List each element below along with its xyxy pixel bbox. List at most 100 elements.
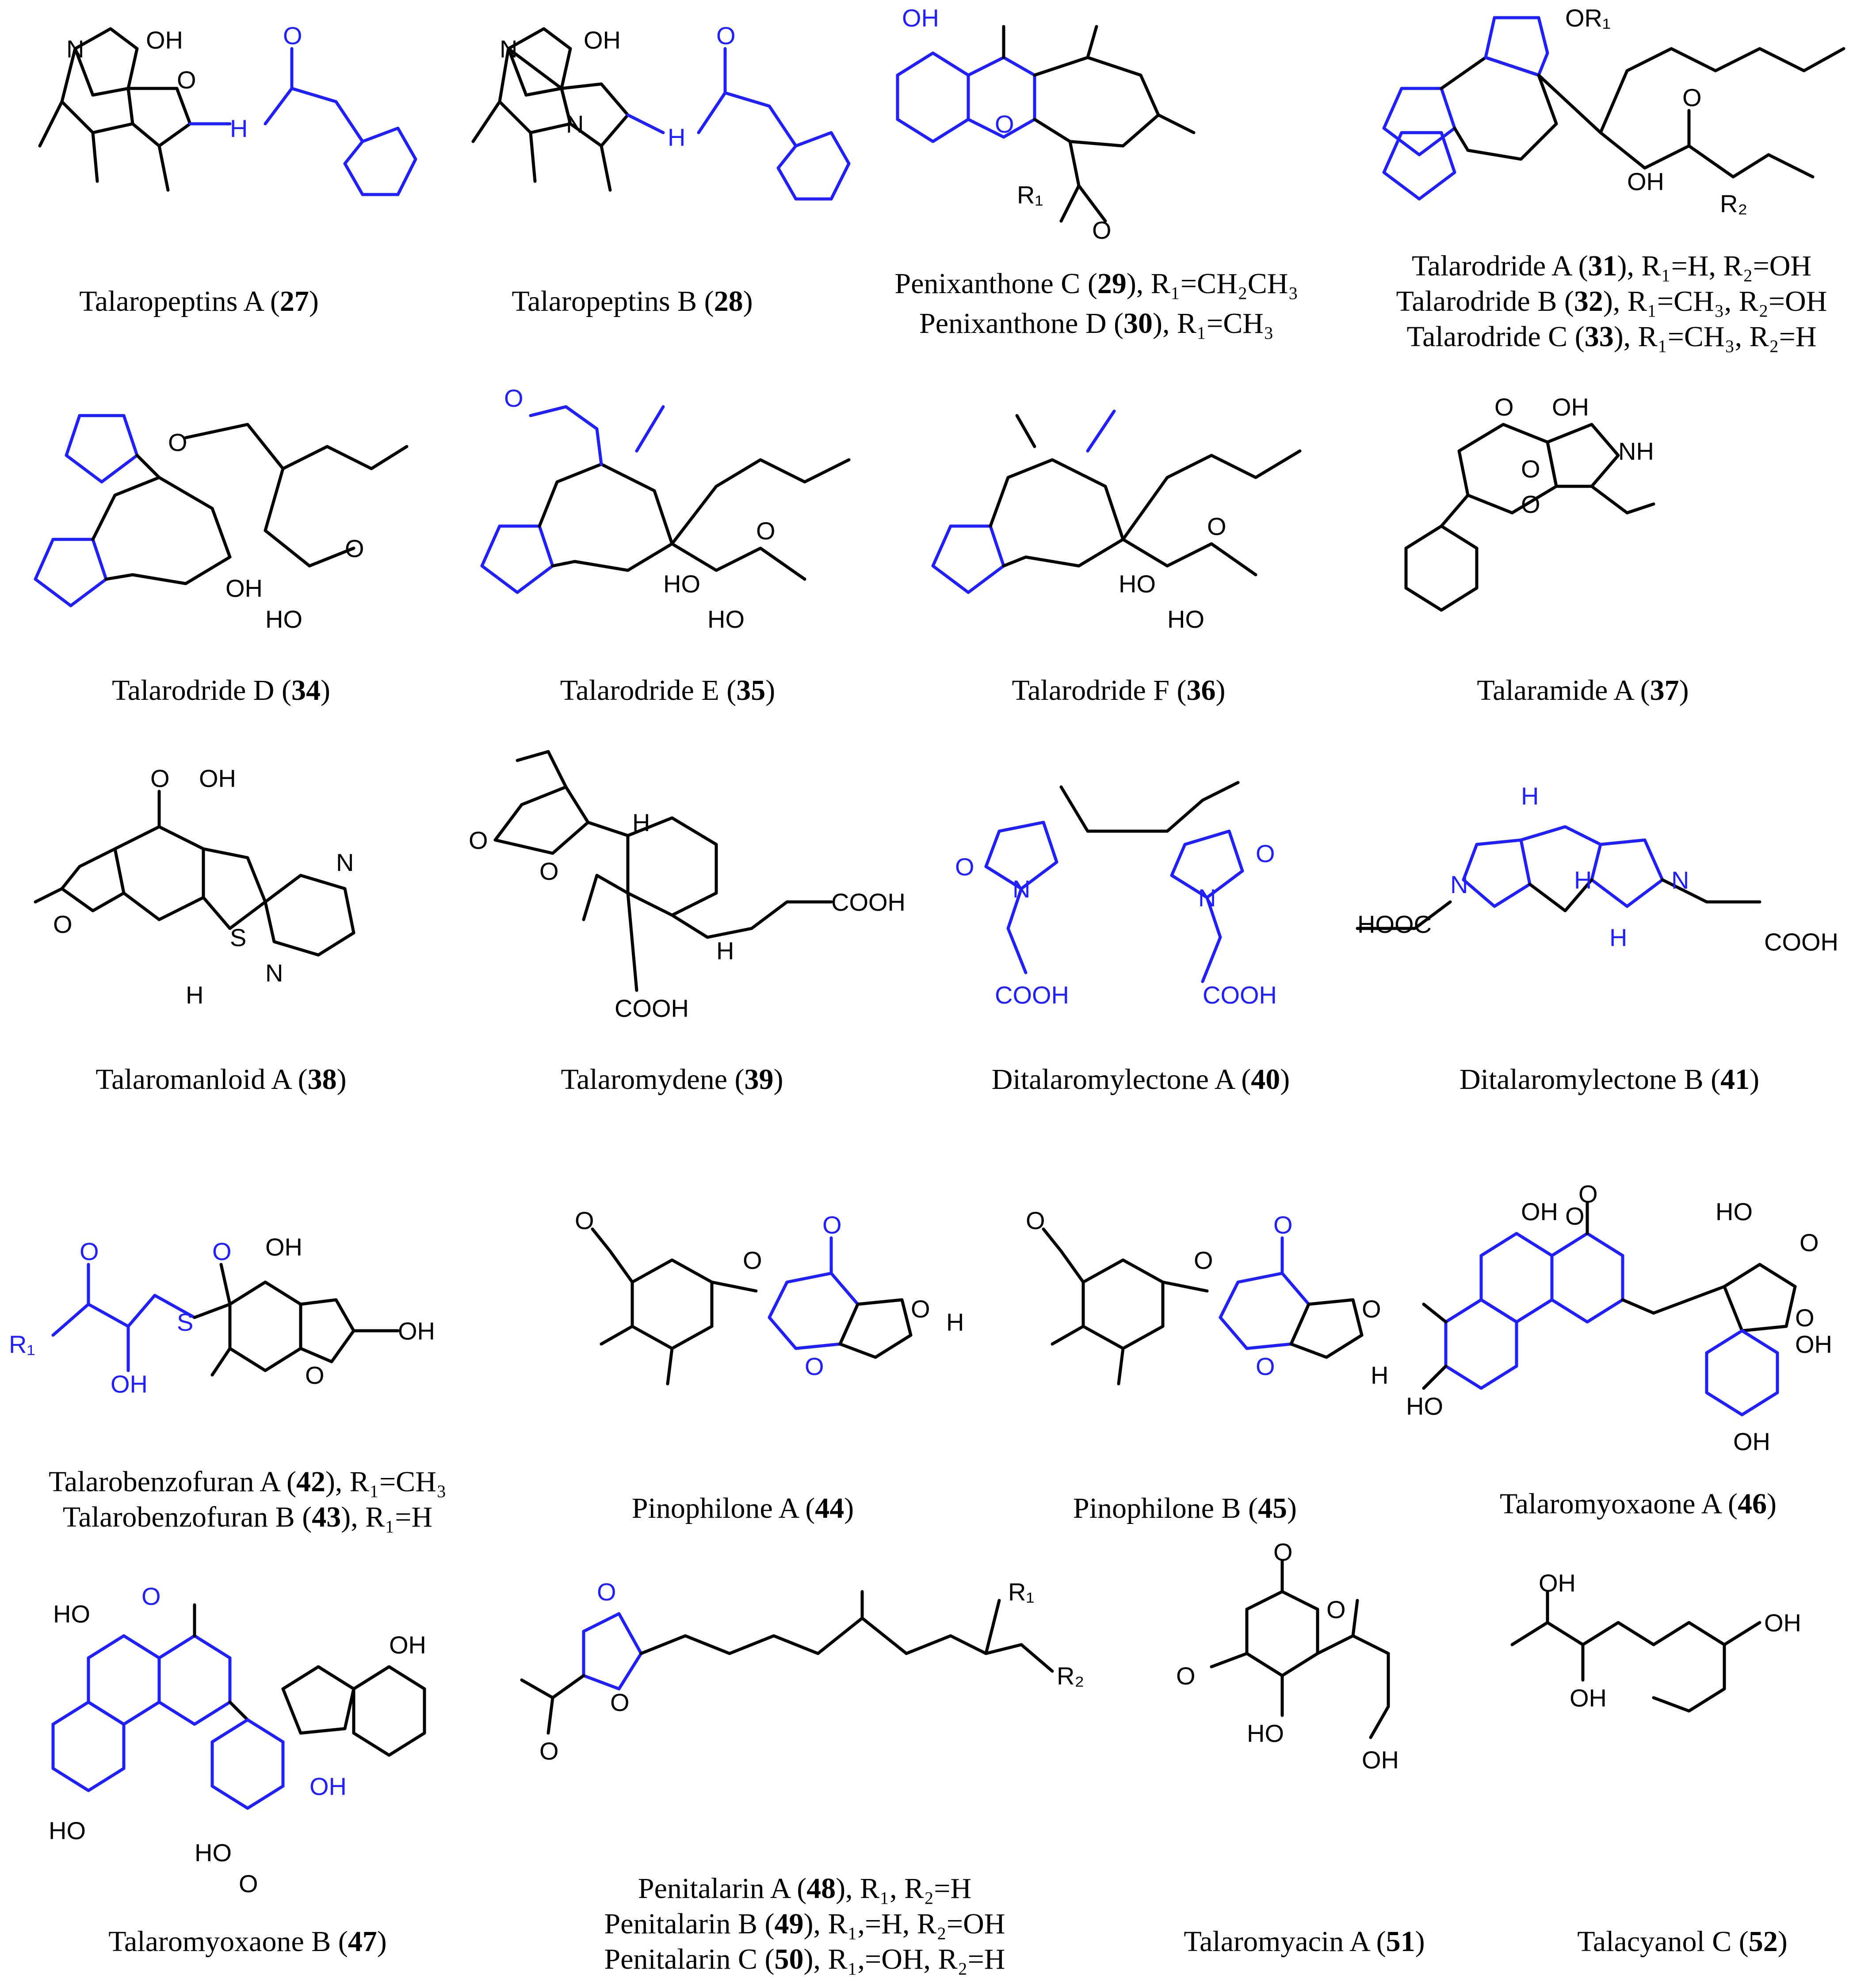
- caption-40: Ditalaromylectone A (40): [991, 1063, 1290, 1096]
- caption-43: Talarobenzofuran B (43), R₁=H: [62, 1501, 433, 1533]
- svg-text:O: O: [1194, 1246, 1213, 1274]
- compound-40: O O N N COOH COOH Ditalaromylectone A (4…: [920, 743, 1362, 1123]
- svg-text:NH: NH: [1618, 437, 1654, 465]
- compound-35: O HO HO O Talarodride E (35): [451, 380, 884, 734]
- svg-text:OR₁: OR₁: [1565, 4, 1611, 32]
- svg-text:O: O: [822, 1211, 842, 1239]
- caption-37: Talaramide A (37): [1477, 674, 1689, 706]
- structure-48-50: O O O R₁ R₂: [520, 1578, 1084, 1765]
- compound-34: O OH HO O Talarodride D (34): [0, 380, 442, 734]
- svg-text:O: O: [539, 1737, 559, 1765]
- caption-36: Talarodride F (36): [1012, 674, 1226, 706]
- svg-text:OH: OH: [309, 1772, 347, 1800]
- structure-42-43: R₁ O OH S O OH O OH: [9, 1233, 435, 1398]
- svg-text:H: H: [632, 809, 650, 836]
- svg-text:O: O: [305, 1361, 325, 1389]
- svg-text:O: O: [345, 535, 364, 562]
- svg-text:O: O: [1521, 490, 1540, 518]
- svg-text:H: H: [946, 1308, 964, 1336]
- svg-text:O: O: [212, 1237, 232, 1265]
- caption-41: Ditalaromylectone B (41): [1459, 1063, 1760, 1096]
- svg-text:H: H: [1521, 782, 1539, 810]
- compound-37: O OH NH O O Talaramide A (37): [1362, 380, 1804, 734]
- structure-40: O O N N COOH COOH: [955, 781, 1277, 1009]
- svg-text:OH: OH: [1627, 168, 1664, 195]
- svg-text:HO: HO: [1406, 1392, 1443, 1420]
- structure-27: N OH O H O: [38, 22, 417, 196]
- caption-52: Talacyanol C (52): [1577, 1925, 1788, 1958]
- caption-42: Talarobenzofuran A (42), R₁=CH₃: [49, 1466, 447, 1498]
- svg-text:OH: OH: [265, 1233, 302, 1261]
- svg-text:O: O: [177, 66, 196, 94]
- svg-text:COOH: COOH: [1764, 928, 1838, 956]
- svg-text:HOOC: HOOC: [1357, 910, 1432, 938]
- svg-text:O: O: [1273, 1538, 1293, 1566]
- svg-text:O: O: [805, 1352, 824, 1380]
- svg-text:O: O: [955, 853, 974, 881]
- svg-text:OH: OH: [225, 574, 263, 602]
- svg-text:O: O: [1207, 512, 1226, 540]
- svg-text:OH: OH: [146, 26, 183, 54]
- svg-text:O: O: [1273, 1211, 1293, 1239]
- svg-text:O: O: [716, 22, 736, 50]
- svg-text:HO: HO: [1247, 1719, 1284, 1747]
- structure-31-33: OR₁ OH R₂ O: [1382, 4, 1845, 218]
- caption-29: Penixanthone C (29), R₁=CH₂CH₃: [894, 267, 1299, 300]
- caption-46: Talaromyoxaone A (46): [1500, 1488, 1777, 1520]
- svg-text:OH: OH: [1539, 1569, 1576, 1597]
- svg-text:N: N: [336, 848, 354, 876]
- svg-text:O: O: [1682, 84, 1702, 111]
- svg-text:O: O: [150, 764, 170, 792]
- svg-text:OH: OH: [111, 1370, 148, 1398]
- caption-35: Talarodride E (35): [560, 674, 776, 706]
- svg-text:R₂: R₂: [1720, 190, 1747, 218]
- svg-text:HO: HO: [707, 605, 745, 633]
- caption-28: Talaropeptins B (28): [512, 285, 753, 317]
- svg-text:N: N: [1198, 884, 1216, 912]
- svg-text:HO: HO: [663, 570, 700, 598]
- svg-text:O: O: [1326, 1596, 1346, 1623]
- svg-text:S: S: [177, 1308, 193, 1336]
- svg-text:O: O: [283, 22, 302, 50]
- caption-45: Pinophilone B (45): [1073, 1492, 1297, 1524]
- svg-text:OH: OH: [1362, 1746, 1399, 1774]
- caption-38: Talaromanloid A (38): [96, 1063, 347, 1096]
- svg-text:O: O: [1494, 393, 1514, 421]
- svg-text:O: O: [743, 1246, 762, 1274]
- svg-text:O: O: [1256, 840, 1275, 867]
- structure-29-30: OH O R₁ O: [896, 4, 1196, 244]
- svg-text:O: O: [911, 1295, 930, 1323]
- caption-49: Penitalarin B (49), R₁,=H, R₂=OH: [604, 1908, 1005, 1940]
- svg-text:H: H: [1574, 866, 1592, 894]
- structure-35: O HO HO O: [480, 384, 851, 633]
- caption-33: Talarodride C (33), R₁=CH₃, R₂=H: [1406, 321, 1817, 353]
- caption-34: Talarodride D (34): [112, 674, 330, 706]
- svg-text:HO: HO: [1716, 1198, 1753, 1226]
- svg-text:COOH: COOH: [1203, 981, 1277, 1009]
- svg-text:O: O: [80, 1237, 99, 1265]
- svg-text:O: O: [610, 1688, 630, 1716]
- svg-text:R₂: R₂: [1057, 1662, 1084, 1690]
- svg-text:HO: HO: [49, 1817, 86, 1844]
- caption-32: Talarodride B (32), R₁=CH₃, R₂=OH: [1396, 285, 1827, 317]
- compound-27: N OH O H O Talaropeptins A (27): [0, 0, 417, 336]
- svg-text:OH: OH: [1521, 1198, 1558, 1226]
- svg-text:O: O: [239, 1870, 258, 1898]
- svg-text:N: N: [265, 959, 283, 987]
- svg-text:OH: OH: [1733, 1428, 1770, 1455]
- svg-text:R₁: R₁: [9, 1330, 35, 1358]
- svg-text:N: N: [500, 35, 517, 63]
- compound-29-30: OH O R₁ O Penixanthone C (29), R₁=CH₂CH₃…: [858, 0, 1335, 363]
- structure-28: N OH N H O: [471, 22, 851, 201]
- svg-text:N: N: [566, 110, 584, 138]
- structure-39: O O H H COOH COOH: [469, 750, 906, 1022]
- compound-38: O OH O S N N H Talaromanloid A (38): [0, 743, 442, 1123]
- svg-text:OH: OH: [1764, 1609, 1801, 1637]
- svg-text:OH: OH: [389, 1631, 426, 1659]
- svg-text:H: H: [1371, 1361, 1388, 1389]
- svg-text:O: O: [1800, 1229, 1819, 1256]
- structure-47: HO O OH OH HO HO O: [49, 1582, 426, 1898]
- caption-44: Pinophilone A (44): [631, 1492, 854, 1524]
- caption-30: Penixanthone D (30), R₁=CH₃: [919, 307, 1274, 340]
- structure-34: O OH HO O: [34, 414, 409, 633]
